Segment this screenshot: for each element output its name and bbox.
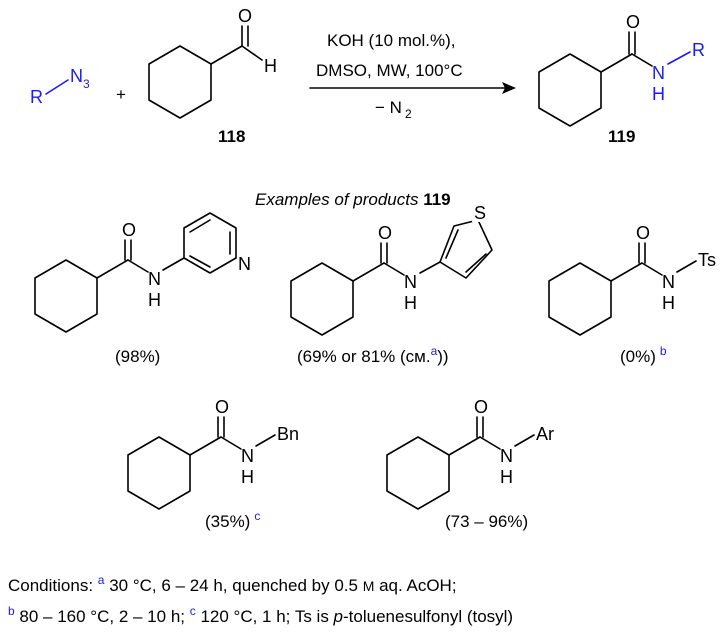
ex2-yield: (69% or 81% (см.a))	[297, 344, 449, 366]
ex3-ts-group: Ts	[698, 250, 716, 270]
condition-line-3: − N	[375, 98, 402, 117]
example-tosyl: O N H Ts (0%)b	[548, 223, 716, 366]
ex2-ring-co	[352, 262, 385, 282]
conditions-line-2: b 80 – 160 °C, 2 – 10 h; c 120 °C, 1 h; …	[8, 604, 513, 626]
azide-reagent: R N 3	[30, 66, 90, 107]
example-thienyl: O N H S (69% or 81% (см.a))	[290, 202, 493, 366]
reagent-r: R	[30, 87, 43, 107]
ex1-pyridine-ring	[183, 212, 237, 274]
reaction-arrow: KOH (10 mol.%), DMSO, MW, 100°C − N 2	[309, 31, 516, 121]
ex2-oxygen: O	[378, 223, 392, 243]
ex4-cn	[220, 436, 242, 450]
ex5-yield: (73 – 96%)	[445, 512, 528, 531]
product-nr-bond	[667, 51, 691, 65]
ex3-ring-co	[610, 262, 643, 282]
ex2-nh-hydrogen: H	[404, 293, 417, 313]
product-cn-bond	[631, 53, 653, 67]
ex1-ring-nitrogen: N	[238, 254, 251, 274]
ex2-n-aryl	[419, 261, 441, 274]
ex2-s-mask	[472, 202, 488, 222]
condition-line-2: DMSO, MW, 100°C	[316, 61, 463, 80]
ex5-cn	[479, 436, 501, 450]
ex2-cn	[383, 262, 405, 276]
product-119: O N H R 119	[538, 12, 705, 146]
compound-label-119: 119	[608, 127, 635, 146]
ex2-ring-sulfur: S	[474, 203, 486, 223]
aldehyde-118: O H 118	[148, 6, 277, 146]
ex2-th-db2	[465, 253, 487, 273]
ex3-nh-hydrogen: H	[662, 293, 675, 313]
example-pyridyl: O N H N (98%)	[34, 212, 251, 366]
arrow-head	[502, 82, 516, 94]
ex3-oxygen: O	[636, 223, 650, 243]
ex2-ring	[290, 262, 354, 336]
product-nitrogen: N	[652, 63, 665, 83]
ex1-nitrogen: N	[148, 269, 161, 289]
product-nh-hydrogen: H	[652, 84, 665, 104]
ex3-n-ts	[676, 260, 697, 273]
cyclohexane-ring	[148, 45, 212, 119]
reagent-n-subscript: 3	[83, 77, 90, 91]
aldehyde-oxygen: O	[238, 6, 252, 26]
condition-line-1: KOH (10 mol.%),	[327, 31, 455, 50]
example-aryl: O N H Ar (73 – 96%)	[386, 397, 554, 531]
ex1-pyr-db3	[189, 255, 211, 268]
aldehyde-hydrogen: H	[264, 56, 277, 76]
ex4-bn-group: Bn	[277, 424, 299, 444]
examples-title-italic: Examples of products	[255, 190, 423, 209]
ex2-nitrogen: N	[404, 272, 417, 292]
ex1-oxygen: O	[122, 220, 136, 240]
product-oxygen: O	[626, 12, 640, 32]
plus-sign: +	[116, 85, 126, 104]
ex5-ar-group: Ar	[536, 424, 554, 444]
ex5-oxygen: O	[474, 397, 488, 417]
reagent-n: N	[70, 66, 83, 86]
ex4-n-bn	[255, 434, 276, 447]
product-r-group: R	[692, 40, 705, 60]
ex2-th-db1	[445, 229, 459, 259]
ring-carbonyl-bond	[210, 45, 243, 65]
ex2-thiophene-ring	[439, 219, 493, 279]
ex5-nh-hydrogen: H	[500, 467, 513, 487]
ex1-pyr-db1	[189, 219, 211, 233]
compound-label-118: 118	[218, 127, 245, 146]
examples-title: Examples of products 119	[255, 190, 451, 209]
ex3-nitrogen: N	[662, 272, 675, 292]
ex1-n-mask	[237, 254, 251, 272]
ex1-n-aryl	[162, 257, 185, 271]
ex4-ring	[127, 436, 191, 510]
ex5-ring	[386, 436, 450, 510]
azide-bond	[45, 79, 69, 95]
aldehyde-h-bond	[241, 45, 263, 61]
ex4-yield: (35%)c	[205, 509, 260, 531]
ex5-ring-co	[448, 436, 481, 456]
ex3-ring	[548, 262, 612, 336]
ex4-nh-hydrogen: H	[241, 467, 254, 487]
ex1-ring	[34, 259, 98, 333]
ex1-ring-co	[96, 259, 129, 279]
ex1-cn	[127, 259, 149, 273]
ex3-yield: (0%)b	[620, 344, 667, 366]
product-ring-carbonyl-bond	[600, 53, 633, 73]
example-benzyl: O N H Bn (35%)c	[127, 397, 299, 531]
conditions-line-1: Conditions: a 30 °C, 6 – 24 h, quenched …	[8, 573, 457, 595]
ex4-oxygen: O	[215, 397, 229, 417]
ex1-nh-hydrogen: H	[148, 290, 161, 310]
product-cyclohexane-ring	[538, 53, 602, 127]
ex4-ring-co	[189, 436, 222, 456]
ex5-nitrogen: N	[500, 446, 513, 466]
condition-line-3-subscript: 2	[405, 107, 412, 121]
examples-title-bold: 119	[423, 190, 450, 209]
ex1-yield: (98%)	[115, 347, 160, 366]
ex4-nitrogen: N	[241, 446, 254, 466]
ex5-n-ar	[514, 434, 535, 447]
ex3-cn	[641, 262, 663, 276]
